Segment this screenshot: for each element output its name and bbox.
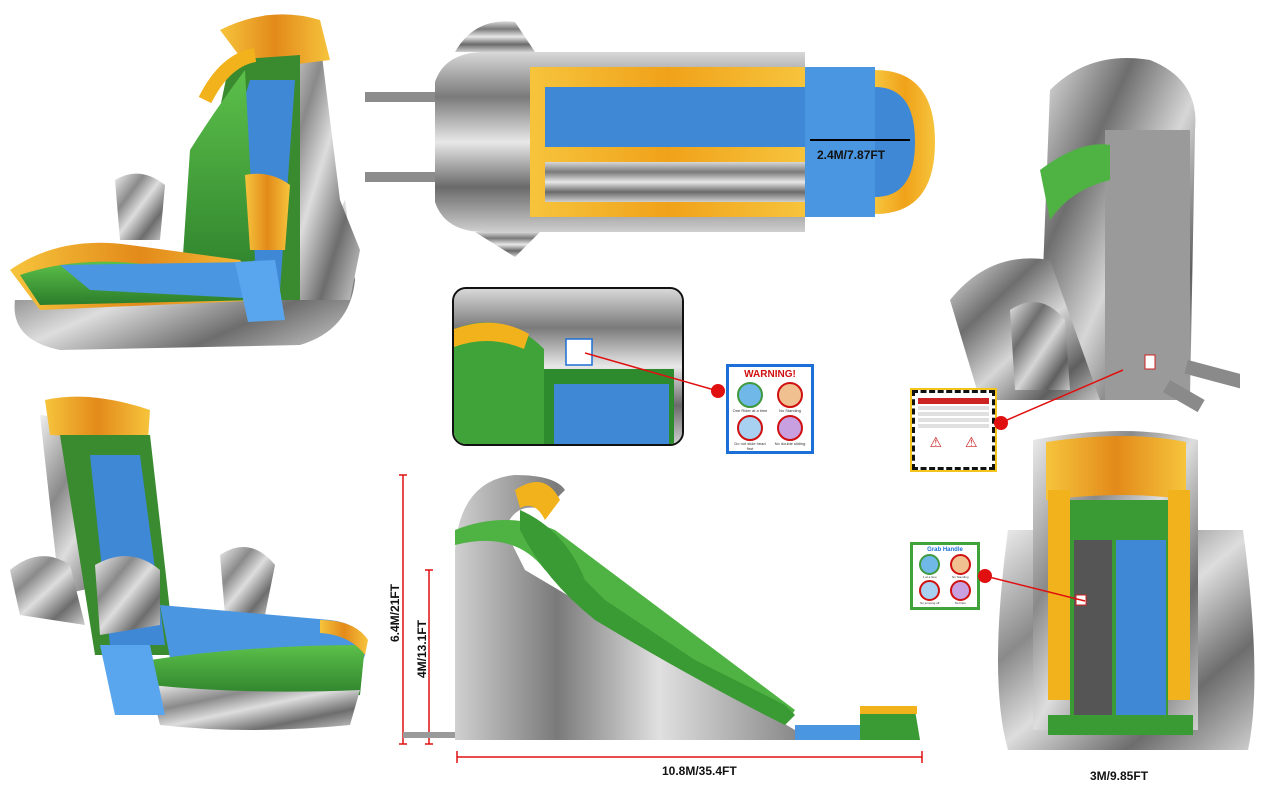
blower-tube (403, 732, 455, 738)
rear-label-marker (1144, 354, 1156, 370)
front-ladder (1074, 540, 1112, 720)
caution-triangle-icon: ⚠ (929, 434, 943, 450)
warning-item: Do not slide head first (731, 415, 769, 451)
right-pillar (1168, 490, 1190, 700)
platform-height-label: 4M/13.1FT (415, 619, 429, 679)
grab-handle-item: No Flips (946, 580, 976, 605)
pool-wall (150, 645, 365, 700)
slide-front-view (998, 431, 1255, 750)
front-exit-wall (1048, 715, 1193, 735)
left-bumper (10, 556, 85, 625)
caution-triangle-icon: ⚠ (964, 434, 978, 450)
grab-handle-item: 1 at a time (915, 554, 945, 579)
exit-ramp (235, 260, 285, 322)
front-canopy (1046, 436, 1186, 500)
left-wall (180, 70, 255, 300)
top-curl (515, 482, 560, 520)
mid-bumper (95, 556, 160, 635)
side-bumper (1010, 302, 1070, 390)
front-width-label: 3M/9.85FT (1090, 769, 1149, 783)
exit-bumper-left (115, 173, 165, 240)
top-ear (455, 21, 535, 52)
grab-handle-callout-line (978, 569, 1086, 602)
slide-perspective-view-front-left (10, 14, 360, 350)
slide-perspective-view-rear (950, 58, 1240, 413)
side-body (455, 475, 795, 740)
slide-bed (520, 510, 795, 725)
rear-safety-sign: ⚠ ⚠ (910, 388, 997, 472)
exit-trim (860, 706, 917, 714)
front-slide-lane (1116, 540, 1166, 720)
warning-item: No double sliding (771, 415, 809, 451)
exit-ramp (100, 645, 165, 715)
tower-top (45, 396, 150, 440)
total-height-label: 6.4M/21FT (388, 583, 402, 643)
length-label: 10.8M/35.4FT (662, 764, 737, 778)
grab-handle-sign-title: Grab Handle (927, 547, 963, 553)
landing-zone (805, 67, 875, 217)
ladder-lane (545, 162, 835, 202)
warning-item: One Rider at a time (731, 382, 769, 413)
warning-item: No Standing (771, 382, 809, 413)
blower-tube-bottom (365, 172, 435, 182)
slide-lane-upper (545, 87, 805, 147)
grab-handle-sign: Grab Handle 1 at a time No Standing No j… (910, 542, 980, 610)
slide-top-plan-view: 2.4M/7.87FT (365, 21, 935, 257)
blower-tube-top (365, 92, 435, 102)
end-pool (875, 87, 915, 197)
right-bumper (220, 547, 275, 615)
blower-tube-1 (1184, 360, 1240, 390)
slide-perspective-view-front-right (10, 396, 368, 730)
bottom-ear (475, 232, 540, 257)
exit-pool (795, 725, 865, 740)
wave-trim (198, 48, 257, 104)
splash-pool (60, 262, 280, 300)
base-tube (150, 685, 360, 730)
rear-sign-callout-line (994, 369, 1124, 430)
inset-closeup-warning-location (452, 287, 684, 446)
slide-side-elevation-view (399, 474, 923, 763)
blower-tube-2 (1163, 380, 1205, 413)
exit-bumper-right (245, 173, 290, 250)
green-wave (1040, 144, 1110, 220)
top-width-label: 2.4M/7.87FT (817, 148, 886, 162)
warning-sign-title: WARNING! (744, 369, 796, 380)
warning-sign: WARNING! One Rider at a time No Standing… (726, 364, 814, 454)
pool-rim (320, 620, 368, 655)
warning-callout-line (585, 352, 725, 398)
grab-handle-item: No jumping off (915, 580, 945, 605)
grab-handle-item: No Standing (946, 554, 976, 579)
exit-wall (860, 710, 920, 740)
